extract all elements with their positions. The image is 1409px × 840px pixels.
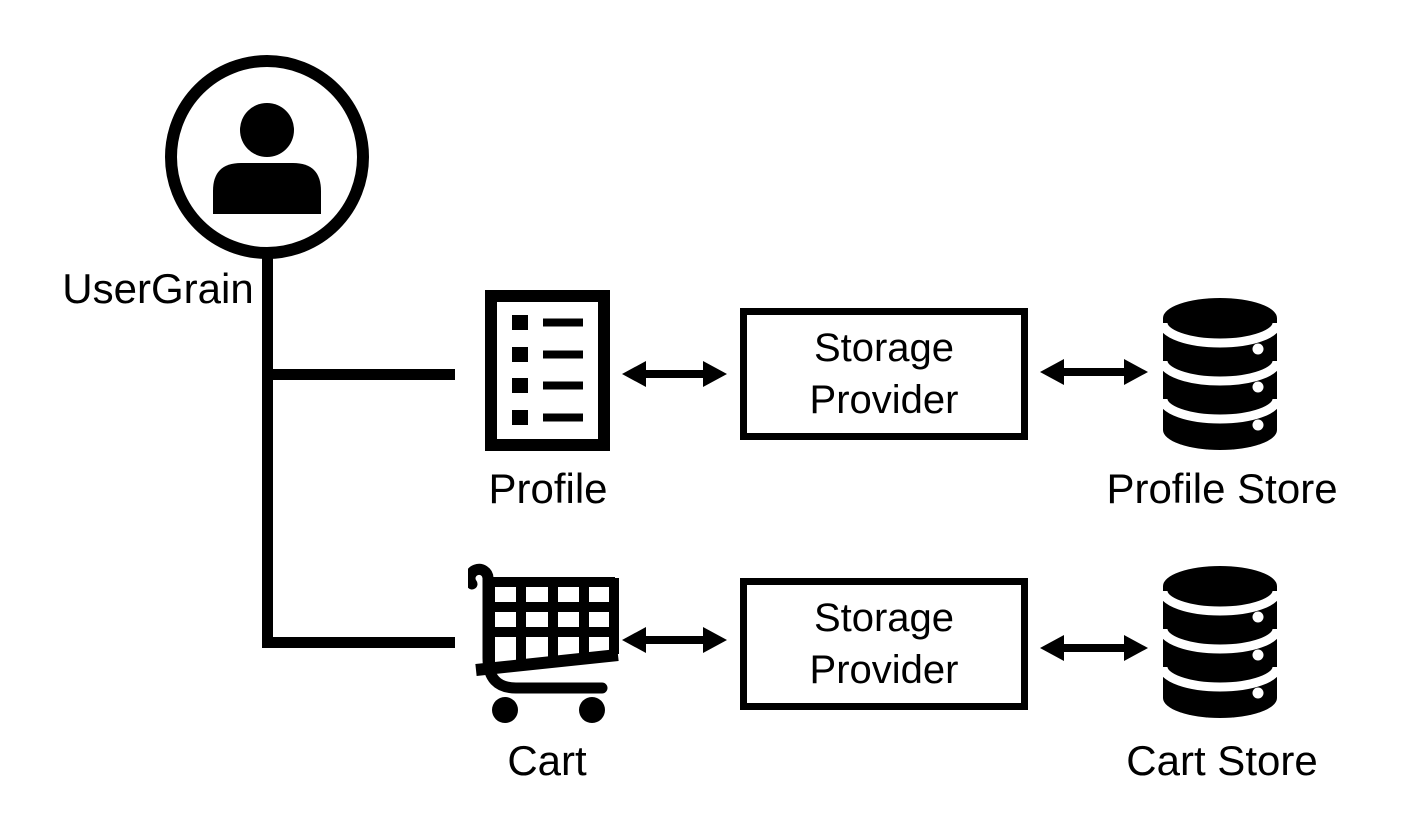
database-icon-cart-store [1163,566,1277,718]
double-arrow-icon-provider-cartstore [1040,635,1148,661]
storage-provider-label-line2: Provider [809,378,959,422]
cart-store-label: Cart Store [1126,737,1318,784]
double-arrow-icon-cart-provider [622,627,727,653]
root-label: UserGrain [62,265,254,312]
double-arrow-icon-provider-profilestore [1040,359,1148,385]
tree-branch-line-profile [262,369,455,380]
profile-store-label: Profile Store [1106,465,1338,512]
tree-branch-line-cart [262,637,455,648]
profile-grain-label: Profile [488,465,608,512]
storage-provider-box-profile: Storage Provider [740,308,1028,440]
storage-provider-box-cart: Storage Provider [740,578,1028,710]
cart-grain-label: Cart [507,737,587,784]
list-document-icon [485,290,610,451]
storage-provider-label-line1: Storage [813,326,955,370]
shopping-cart-icon [468,563,619,723]
user-circle-icon [165,55,369,259]
storage-provider-label-line1: Storage [813,596,955,640]
database-icon-profile-store [1163,298,1277,450]
storage-provider-label-line2: Provider [809,648,959,692]
double-arrow-icon-profile-provider [622,361,727,387]
tree-trunk-line [262,256,273,648]
